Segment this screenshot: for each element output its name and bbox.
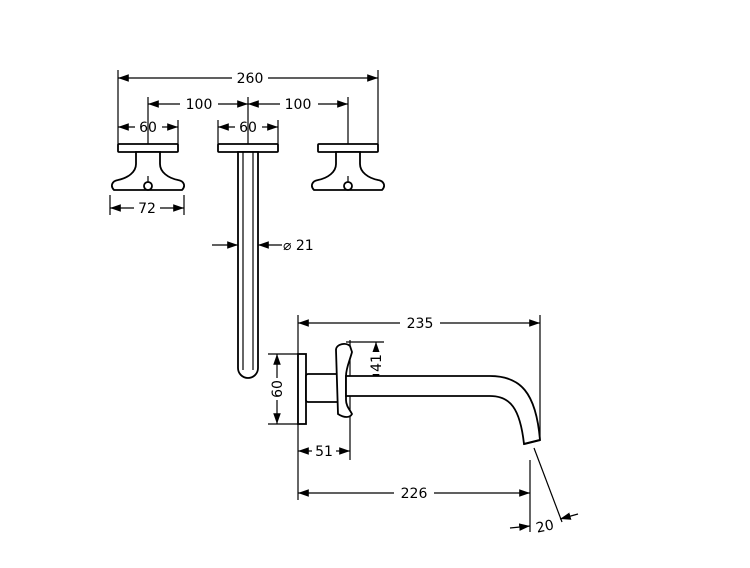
dim-plate-center: 60 [218, 120, 278, 136]
dim-spout-diameter-label: ⌀ 21 [283, 238, 314, 254]
dim-spout-length-total: 235 [298, 316, 540, 332]
faucet-side-view [297, 343, 541, 446]
dim-handle-spacing-left: 100 [148, 97, 248, 113]
right-handle-top-view [311, 143, 385, 191]
dim-plate-depth-label: 51 [315, 444, 333, 460]
left-handle-top-view [111, 143, 185, 191]
dim-plate-height: 60 [268, 354, 286, 424]
dim-spout-length-total-label: 235 [407, 316, 434, 332]
dim-handle-spacing-right: 100 [248, 97, 348, 113]
dim-spout-diameter: ⌀ 21 [212, 238, 314, 254]
dim-overall-width: 260 [118, 71, 378, 87]
dim-handle-spacing-right-label: 100 [285, 97, 312, 113]
dim-handle-width: 72 [110, 201, 184, 217]
dim-handle-spacing-left-label: 100 [186, 97, 213, 113]
dim-outlet-width: 20 [509, 447, 579, 537]
dim-plate-left-label: 60 [139, 120, 157, 136]
spout-top-view [217, 143, 279, 379]
dim-spout-reach: 226 [298, 486, 530, 502]
dim-plate-center-label: 60 [239, 120, 257, 136]
dim-plate-depth: 51 [298, 444, 350, 460]
dim-spout-reach-label: 226 [401, 486, 428, 502]
dim-plate-height-label: 60 [270, 380, 286, 398]
dim-outlet-width-label: 20 [535, 517, 556, 536]
dim-handle-width-label: 72 [138, 201, 156, 217]
dim-overall-width-label: 260 [237, 71, 264, 87]
dim-plate-left: 60 [118, 120, 178, 136]
dim-handle-height-label: 41 [369, 354, 385, 372]
